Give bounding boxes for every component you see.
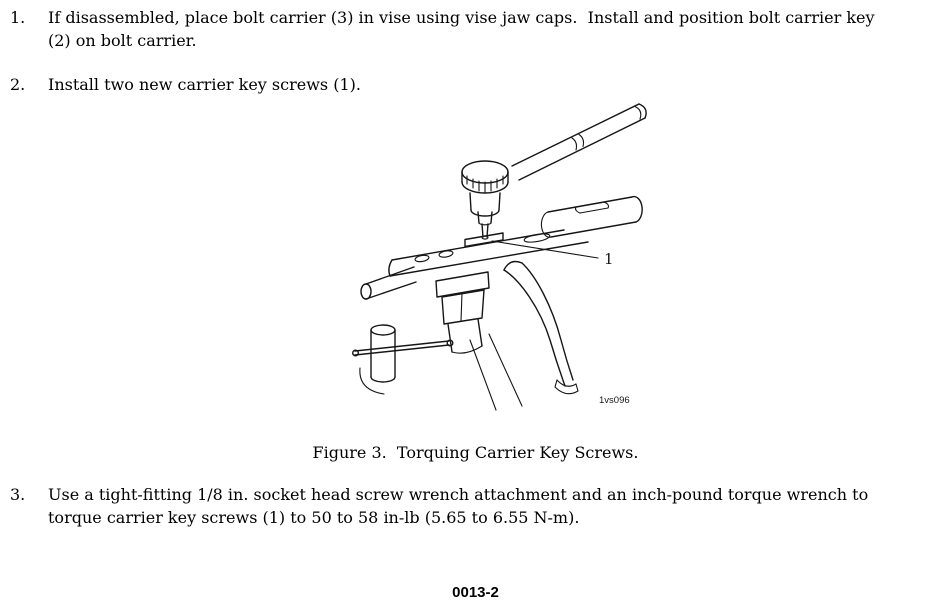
step-2-number: 2. <box>10 75 26 94</box>
step-1-text: If disassembled, place bolt carrier (3) … <box>48 8 875 50</box>
callout-leader-line <box>491 240 599 259</box>
figure-caption: Figure 3. Torquing Carrier Key Screws. <box>312 443 639 462</box>
torque-wrench-handle <box>511 103 647 181</box>
step-1: 1. If disassembled, place bolt carrier (… <box>10 6 948 52</box>
gas-tube <box>360 266 417 300</box>
step-2-text: Install two new carrier key screws (1). <box>48 75 361 94</box>
step-1-number: 1. <box>10 8 26 27</box>
step-2: 2. Install two new carrier key screws (1… <box>10 73 948 96</box>
lever-arm <box>503 260 579 395</box>
bolt-carrier <box>388 195 643 277</box>
step-3-number: 3. <box>10 485 26 504</box>
vise <box>359 271 523 411</box>
artwork-code: 1vs096 <box>599 395 630 406</box>
vise-handle <box>352 324 454 383</box>
step-3-text: Use a tight-fitting 1/8 in. socket head … <box>48 485 869 527</box>
torque-wrench-head <box>461 160 509 238</box>
torquing-carrier-key-screws-illustration: 1 1vs096 <box>352 103 647 411</box>
step-3: 3. Use a tight-fitting 1/8 in. socket he… <box>10 483 948 529</box>
callout-1-label: 1 <box>604 250 614 268</box>
page-number: 0013-2 <box>452 584 499 601</box>
